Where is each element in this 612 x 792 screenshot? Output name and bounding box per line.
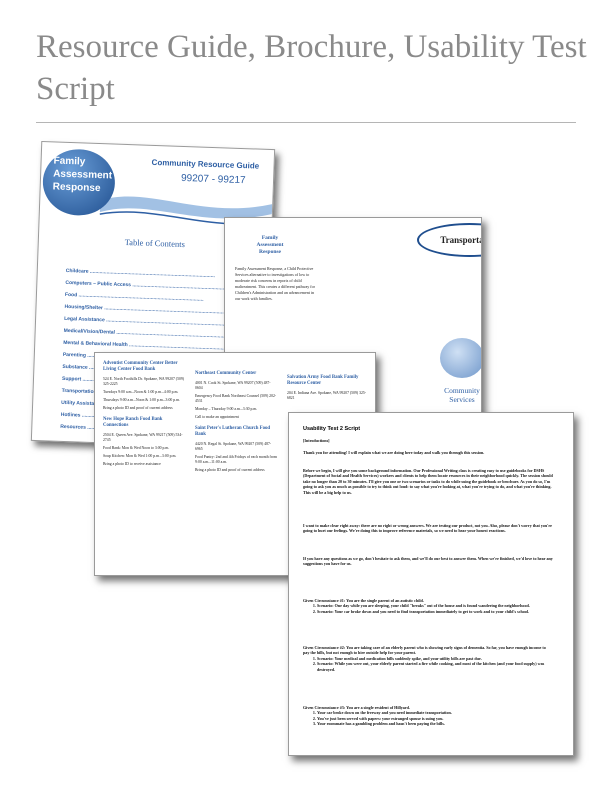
scenario-item: Scenario: While you were out, your elder… [317,661,553,672]
listing-text: Monday – Thursday 9:00 a.m.–3:30 p.m. [195,407,258,411]
scenario-item: Scenario: Your car broke down and you ne… [317,609,553,614]
listing-text: Bring a photo ID and proof of current ad… [195,468,265,472]
community-services-label: Community Services [429,386,481,404]
listing-text: 2504 E. Queen Ave. Spokane, WA 99217 (50… [103,433,183,442]
brochure-logo-line: Assessment [256,242,284,248]
usability-script-page: Usability Test 2 Script [Introductions] … [288,412,574,756]
brochure-page: Family Assessment Response Family Assess… [224,217,482,415]
listing-text: Thursdays 9:00 a.m.–Noon & 1:00 p.m.–3:0… [103,398,180,402]
scenario-item: Scenario: One day while you are sleeping… [317,603,553,608]
brochure-body-text: Family Assessment Response, a Child Prot… [235,266,315,301]
scenario-list: Scenario: Your medical and medication bi… [303,656,553,672]
circumstance-heading: Given Circumstance #3: You are a single … [303,705,410,710]
scenario-item: Your roommate has a gambling problem and… [317,721,553,726]
transportation-panel-title: Transportation [417,223,481,257]
listing-text: Tuesdays 9:00 a.m.–Noon & 1:00 p.m.–4:00… [103,390,179,394]
title-divider [36,122,576,123]
listing-text: Bring a photo ID to receive assistance [103,462,161,466]
script-paragraph: Thank you for attending! I will explain … [303,450,485,455]
scenario-list: Your car broke down on the freeway and y… [303,710,553,726]
brochure-logo: Family Assessment Response [235,235,305,256]
circumstance-heading: Given Circumstance #1: You are the singl… [303,598,424,603]
circumstance-3: Given Circumstance #3: You are a single … [303,705,553,727]
cs-line: Services [449,395,475,404]
scenario-list: Scenario: One day while you are sleeping… [303,603,553,614]
script-title: Usability Test 2 Script [303,426,361,432]
listing-text: Call to make an appointment [195,415,239,419]
listing-text: 4001 N. Cook St. Spokane, WA 99207 (509)… [195,381,271,390]
listing-heading: Northeast Community Center [195,371,257,376]
script-intro: [Introductions] [303,438,330,443]
scenario-item: Your car broke down on the freeway and y… [317,710,553,715]
listing-text: Emergency Food Bank Northeast Counsel (5… [195,394,277,403]
food-column-3: Salvation Army Food Bank Family Resource… [287,375,369,404]
scenario-item: You've just been served with papers: you… [317,716,553,721]
brochure-logo-line: Response [258,249,281,255]
script-paragraph: Before we begin, I will give you some ba… [303,468,553,495]
listing-text: 524 E. North Foothills Dr. Spokane, WA 9… [103,377,185,386]
listing-heading: New Hope Ranch Food Bank Connections [103,417,163,428]
food-column-2: Northeast Community Center 4001 N. Cook … [195,371,277,476]
community-services-logo-icon [440,338,481,378]
food-column-1: Adventist Community Center Better Living… [103,361,185,470]
scenario-item: Scenario: Your medical and medication bi… [317,656,553,661]
listing-text: 204 E. Indiana Ave. Spokane, WA 99207 (5… [287,391,367,400]
listing-text: Soup Kitchen: Mon & Wed 1:00 p.m.–3:00 p… [103,454,177,458]
listing-heading: Saint Peter's Lutheran Church Food Bank [195,426,271,437]
listing-text: Bring a photo ID and proof of current ad… [103,406,173,410]
listing-text: Food Pantry: 2nd and 4th Fridays of each… [195,455,277,464]
listing-text: 4420 N. Regal St. Spokane, WA 99207 (509… [195,442,272,451]
page-title: Resource Guide, Brochure, Usability Test… [36,29,587,107]
listing-heading: Salvation Army Food Bank Family Resource… [287,375,359,386]
cs-line: Community [444,386,480,395]
listing-heading: Adventist Community Center Better Living… [103,361,178,372]
brochure-logo-line: Family [261,235,279,241]
guide-zip-codes: 99207 - 99217 [180,172,246,187]
circumstance-1: Given Circumstance #1: You are the singl… [303,598,553,614]
listing-text: Food Bank: Mon & Wed Noon to 3:00 p.m. [103,446,170,450]
script-paragraph: I want to make clear right away: there a… [303,523,552,534]
circumstance-heading: Given Circumstance #2: You are taking ca… [303,645,546,656]
script-paragraph: If you have any questions as we go, don'… [303,556,553,567]
circumstance-2: Given Circumstance #2: You are taking ca… [303,645,553,672]
badge-line: Response [52,181,101,195]
